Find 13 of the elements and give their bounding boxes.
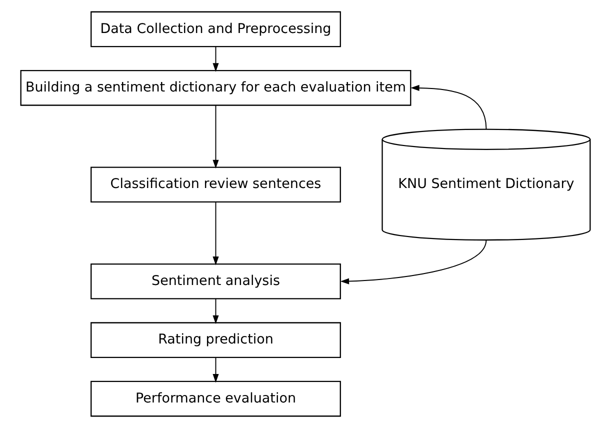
node-box: Performance evaluation xyxy=(90,380,341,417)
arrow xyxy=(212,202,219,266)
node-box: Data Collection and Preprocessing xyxy=(90,11,341,48)
arrow xyxy=(212,357,219,383)
arrow xyxy=(340,240,487,284)
node-box: Classification review sentences xyxy=(90,166,341,203)
arrow xyxy=(212,298,219,324)
arrow xyxy=(212,104,219,168)
node-box: Rating prediction xyxy=(90,322,341,358)
node-box: Building a sentiment dictionary for each evaluation item xyxy=(20,70,412,106)
arrow xyxy=(212,46,219,72)
node-box: Sentiment analysis xyxy=(90,263,341,300)
arrow xyxy=(410,84,487,130)
